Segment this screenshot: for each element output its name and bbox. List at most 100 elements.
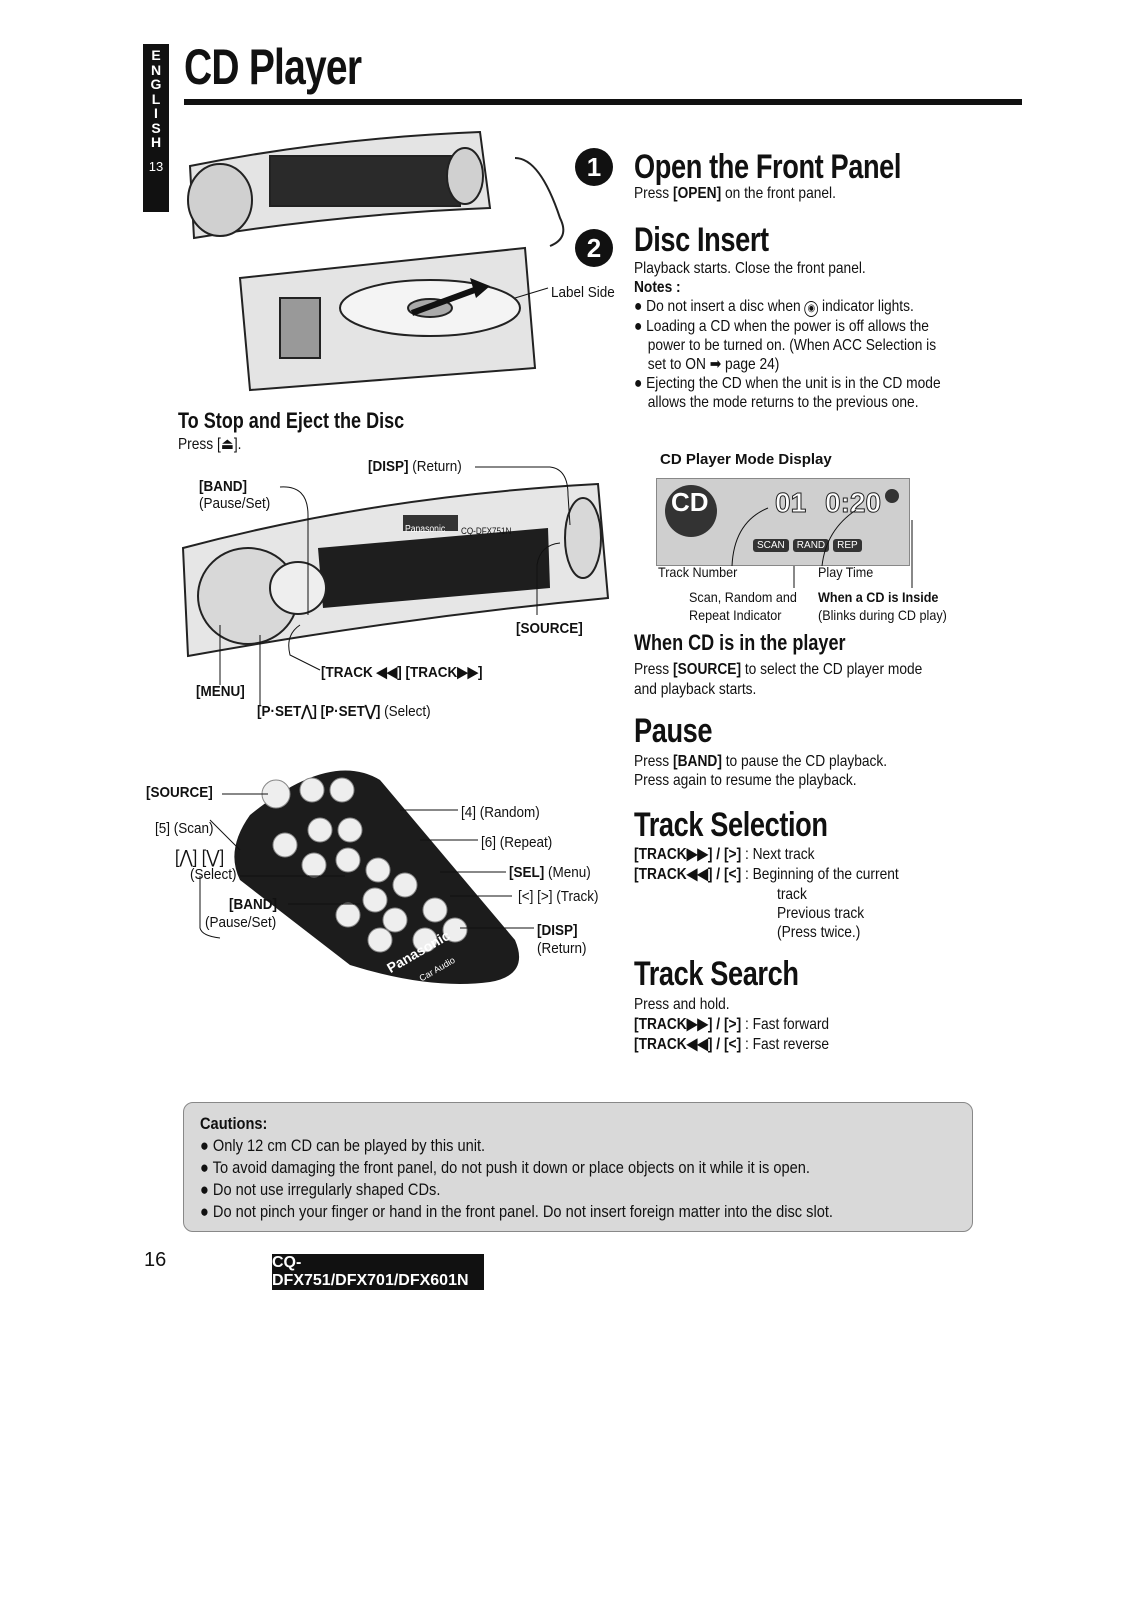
disp-note: (Return)	[408, 458, 462, 475]
lcd-tag-rep: REP	[833, 539, 862, 552]
track-prev-line4: (Press twice.)	[777, 924, 861, 941]
track-prev-line: [TRACK◀◀] / [<] : Beginning of the curre…	[634, 865, 899, 885]
disc-graphic	[665, 485, 717, 537]
step-2-badge: 2	[575, 229, 613, 267]
lang-letter: E	[151, 47, 161, 63]
notes-list: ● Do not insert a disc when ◉ indicator …	[634, 297, 991, 412]
caution-item: ● Do not use irregularly shaped CDs.	[200, 1180, 441, 1199]
remote-disp-callout: [DISP]	[537, 922, 578, 940]
band-key: [BAND]	[199, 478, 247, 495]
ff-desc: : Fast forward	[741, 1016, 830, 1033]
pause-heading: Pause	[634, 712, 713, 750]
text-suffix: on the front panel.	[721, 185, 836, 202]
remote-band-note: (Pause/Set)	[205, 914, 277, 931]
note-item: ● Do not insert a disc when ◉ indicator …	[634, 297, 941, 317]
notes-label: Notes :	[634, 279, 681, 296]
fr-keys: [TRACK◀◀] / [<]	[634, 1036, 742, 1053]
when-cd-line1: Press [SOURCE] to select the CD player m…	[634, 660, 922, 680]
lang-letter: L	[151, 90, 161, 107]
source-key: [SOURCE]	[516, 620, 583, 637]
when-cd-line2: and playback starts.	[634, 681, 757, 698]
disc-insert-heading: Disc Insert	[634, 221, 769, 259]
remote-band-callout: [BAND]	[229, 896, 277, 914]
text-suffix: to select the CD player mode	[741, 661, 923, 678]
remote-disp-note: (Return)	[537, 940, 587, 957]
disp-callout: [DISP] (Return)	[368, 458, 462, 476]
title-rule	[184, 99, 1022, 105]
track-number-label: Track Number	[658, 564, 738, 580]
fr-desc: : Fast reverse	[741, 1036, 830, 1053]
disc-indicator-icon: ◉	[804, 301, 819, 317]
track-search-heading: Track Search	[634, 955, 799, 993]
disp-key: [DISP]	[368, 458, 409, 475]
fast-reverse-line: [TRACK◀◀] / [<] : Fast reverse	[634, 1035, 829, 1055]
lang-letter: N	[150, 61, 162, 78]
pset-keys: [P·SET⋀] [P·SET⋁]	[257, 703, 381, 720]
lang-letter: S	[151, 119, 161, 136]
text-suffix: to pause the CD playback.	[721, 753, 888, 770]
band-callout: [BAND]	[199, 478, 247, 496]
lcd-track-number: 01	[774, 487, 807, 519]
unit-model-tag: CQ-DFX751N	[461, 526, 512, 536]
mode-display-title: CD Player Mode Display	[660, 451, 832, 468]
prev-keys: [TRACK◀◀] / [<]	[634, 866, 742, 883]
text-prefix: Press	[634, 661, 673, 678]
page-number: 16	[144, 1249, 167, 1271]
lcd-display: CD 01 0:20 SCAN RAND REP	[656, 478, 910, 566]
unit-leader-lines	[219, 466, 571, 705]
sel-key: [SEL]	[509, 864, 545, 881]
language-tab: E N G L I S H 13	[143, 44, 169, 212]
caution-item: ● To avoid damaging the front panel, do …	[200, 1158, 810, 1177]
next-desc: : Next track	[741, 846, 815, 863]
cautions-title: Cautions:	[200, 1114, 268, 1133]
text-prefix: Press	[634, 185, 673, 202]
caution-item: ● Do not pinch your finger or hand in th…	[200, 1202, 833, 1221]
lcd-tag-scan: SCAN	[753, 539, 789, 552]
note-item: ● Ejecting the CD when the unit is in th…	[634, 375, 941, 392]
track-keys: [TRACK ◀◀] [TRACK▶▶]	[321, 664, 483, 681]
blinks-label: (Blinks during CD play)	[818, 607, 947, 623]
fast-forward-line: [TRACK▶▶] / [>] : Fast forward	[634, 1015, 829, 1035]
source-key: [SOURCE]	[146, 784, 213, 801]
cd-inside-icon	[885, 489, 899, 503]
note-item: power to be turned on. (When ACC Selecti…	[647, 337, 937, 354]
next-keys: [TRACK▶▶] / [>]	[634, 846, 742, 863]
remote-drawing	[234, 770, 520, 984]
pset-note: (Select)	[380, 703, 431, 720]
remote-leader-lines	[199, 793, 534, 939]
car-stereo-open-illustration	[187, 130, 565, 392]
track-search-text: Press and hold.	[634, 996, 730, 1013]
pause-line1: Press [BAND] to pause the CD playback.	[634, 752, 887, 772]
sel-note: (Menu)	[544, 864, 591, 881]
prev-desc: : Beginning of the current	[741, 866, 899, 883]
when-cd-heading: When CD is in the player	[634, 630, 846, 655]
remote-track-callout: [<] [>] (Track)	[518, 888, 599, 905]
note-item: ● Loading a CD when the power is off all…	[634, 318, 929, 335]
track-prev-line3: Previous track	[777, 905, 865, 922]
text-prefix: Press	[634, 753, 673, 770]
head-unit-drawing	[181, 482, 610, 658]
menu-key: [MENU]	[196, 683, 245, 700]
caution-item: ● Only 12 cm CD can be played by this un…	[200, 1136, 486, 1155]
repeat-indicator-label: Repeat Indicator	[689, 607, 782, 623]
lang-letter: G	[150, 76, 162, 92]
open-front-panel-text: Press [OPEN] on the front panel.	[634, 184, 836, 204]
track-callout: [TRACK ◀◀] [TRACK▶▶]	[321, 664, 483, 682]
step-1-badge: 1	[575, 148, 613, 186]
scan-random-label: Scan, Random and	[689, 589, 797, 605]
remote-random-callout: [4] (Random)	[461, 804, 540, 821]
note-item: set to ON ➡ page 24)	[647, 356, 780, 373]
band-note: (Pause/Set)	[199, 495, 271, 512]
track-next-line: [TRACK▶▶] / [>] : Next track	[634, 845, 815, 865]
source-callout: [SOURCE]	[516, 620, 583, 638]
page-title: CD Player	[184, 39, 362, 95]
lcd-cd-text: CD	[671, 487, 709, 517]
source-key: [SOURCE]	[672, 661, 742, 678]
lcd-tags: SCAN RAND REP	[753, 539, 862, 552]
play-time-label: Play Time	[818, 564, 874, 580]
track-prev-line2: track	[777, 886, 807, 903]
pset-callout: [P·SET⋀] [P·SET⋁] (Select)	[257, 703, 431, 721]
lcd-leader-lines	[731, 507, 913, 588]
open-key: [OPEN]	[672, 185, 722, 202]
stop-eject-text: Press [⏏].	[178, 436, 242, 453]
